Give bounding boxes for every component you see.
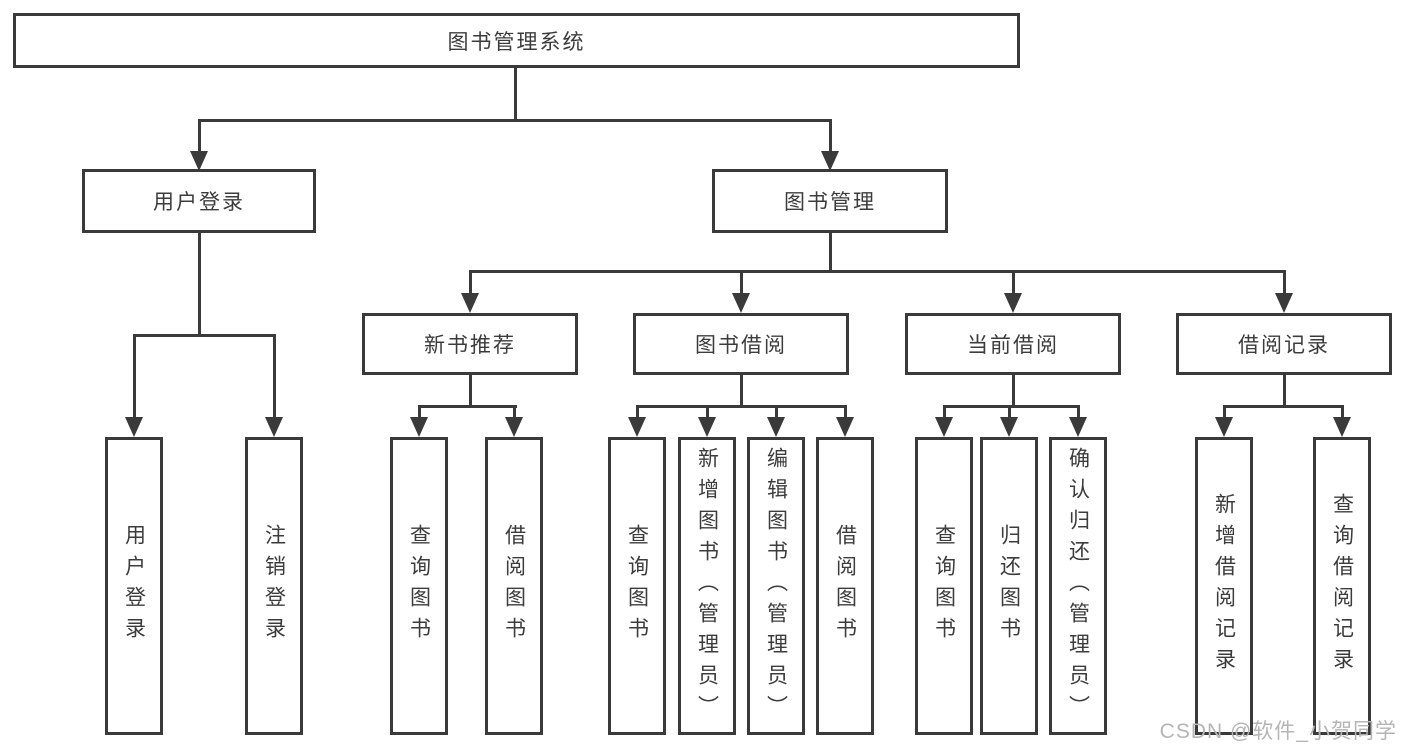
- connector-arrow: [125, 417, 143, 437]
- leaf-return-books: 归还图书: [980, 437, 1038, 735]
- leaf-user-login: 用户登录: [105, 437, 163, 735]
- connector-line: [133, 334, 276, 337]
- leaf-edit-book-admin-label: 编辑图书（管理员）: [764, 446, 788, 726]
- connector-line: [829, 119, 832, 155]
- leaf-borrow-books-label: 借阅图书: [833, 524, 857, 648]
- connector-line: [1283, 375, 1286, 408]
- connector-arrow: [265, 417, 283, 437]
- connector-line: [740, 270, 743, 297]
- node-root: 图书管理系统: [13, 13, 1020, 68]
- node-book-management-label: 图书管理: [784, 191, 876, 214]
- connector-line: [1008, 405, 1011, 419]
- connector-line: [514, 68, 517, 122]
- connector-line: [1223, 405, 1226, 419]
- connector-line: [273, 334, 276, 419]
- node-book-borrow: 图书借阅: [633, 313, 849, 375]
- connector-arrow: [461, 293, 479, 313]
- node-borrow-records: 借阅记录: [1176, 313, 1392, 375]
- leaf-borrow-books: 借阅图书: [816, 437, 874, 735]
- connector-line: [513, 405, 516, 419]
- connector-arrow: [190, 151, 208, 171]
- node-book-management: 图书管理: [712, 169, 948, 233]
- connector-line: [198, 119, 201, 155]
- connector-arrow: [1004, 293, 1022, 313]
- node-user-login-label: 用户登录: [153, 191, 245, 214]
- connector-arrow: [1069, 417, 1087, 437]
- connector-arrow: [935, 417, 953, 437]
- connector-line: [1341, 405, 1344, 419]
- leaf-edit-book-admin: 编辑图书（管理员）: [747, 437, 805, 735]
- leaf-user-login-label: 用户登录: [122, 524, 146, 648]
- leaf-add-book-admin: 新增图书（管理员）: [678, 437, 736, 735]
- leaf-query-books-recommend-label: 查询图书: [407, 524, 431, 648]
- leaf-borrow-books-recommend-label: 借阅图书: [502, 524, 526, 648]
- connector-arrow: [836, 417, 854, 437]
- connector-line: [469, 375, 472, 408]
- connector-arrow: [410, 417, 428, 437]
- connector-line: [844, 405, 847, 419]
- node-user-login: 用户登录: [82, 169, 316, 233]
- connector-arrow: [1333, 417, 1351, 437]
- leaf-logout: 注销登录: [245, 437, 303, 735]
- connector-line: [418, 405, 421, 419]
- connector-line: [1223, 405, 1344, 408]
- leaf-query-borrow-record: 查询借阅记录: [1313, 437, 1371, 735]
- leaf-confirm-return-admin-label: 确认归还（管理员）: [1066, 446, 1090, 726]
- leaf-query-books-recommend: 查询图书: [390, 437, 448, 735]
- leaf-return-books-label: 归还图书: [997, 524, 1021, 648]
- leaf-query-books-borrow-label: 查询图书: [625, 524, 649, 648]
- connector-arrow: [732, 293, 750, 313]
- connector-line: [775, 405, 778, 419]
- node-book-borrow-label: 图书借阅: [695, 334, 787, 357]
- connector-line: [636, 405, 847, 408]
- node-new-book-recommend-label: 新书推荐: [424, 334, 516, 357]
- connector-line: [198, 119, 832, 122]
- leaf-add-borrow-record: 新增借阅记录: [1195, 437, 1253, 735]
- connector-line: [1012, 375, 1015, 408]
- node-root-label: 图书管理系统: [447, 30, 586, 54]
- node-borrow-records-label: 借阅记录: [1238, 334, 1330, 357]
- connector-line: [740, 375, 743, 408]
- connector-line: [133, 334, 136, 419]
- connector-line: [1077, 405, 1080, 419]
- leaf-query-books-current: 查询图书: [915, 437, 973, 735]
- connector-line: [1012, 270, 1015, 297]
- leaf-query-books-current-label: 查询图书: [932, 524, 956, 648]
- leaf-logout-label: 注销登录: [262, 524, 286, 648]
- connector-arrow: [821, 151, 839, 171]
- connector-arrow: [505, 417, 523, 437]
- node-new-book-recommend: 新书推荐: [362, 313, 578, 375]
- connector-line: [1283, 270, 1286, 297]
- connector-line: [636, 405, 639, 419]
- connector-line: [943, 405, 1080, 408]
- node-current-borrow-label: 当前借阅: [967, 334, 1059, 357]
- leaf-add-book-admin-label: 新增图书（管理员）: [695, 446, 719, 726]
- connector-line: [829, 233, 832, 273]
- connector-line: [469, 270, 1286, 273]
- connector-arrow: [1215, 417, 1233, 437]
- leaf-confirm-return-admin: 确认归还（管理员）: [1049, 437, 1107, 735]
- leaf-query-borrow-record-label: 查询借阅记录: [1330, 493, 1354, 679]
- connector-arrow: [1275, 293, 1293, 313]
- connector-line: [418, 405, 517, 408]
- connector-arrow: [698, 417, 716, 437]
- connector-line: [198, 233, 201, 337]
- connector-line: [469, 270, 472, 297]
- node-current-borrow: 当前借阅: [905, 313, 1121, 375]
- leaf-query-books-borrow: 查询图书: [608, 437, 666, 735]
- connector-arrow: [767, 417, 785, 437]
- connector-arrow: [628, 417, 646, 437]
- connector-arrow: [1000, 417, 1018, 437]
- connector-line: [706, 405, 709, 419]
- connector-line: [943, 405, 946, 419]
- leaf-add-borrow-record-label: 新增借阅记录: [1212, 493, 1236, 679]
- leaf-borrow-books-recommend: 借阅图书: [485, 437, 543, 735]
